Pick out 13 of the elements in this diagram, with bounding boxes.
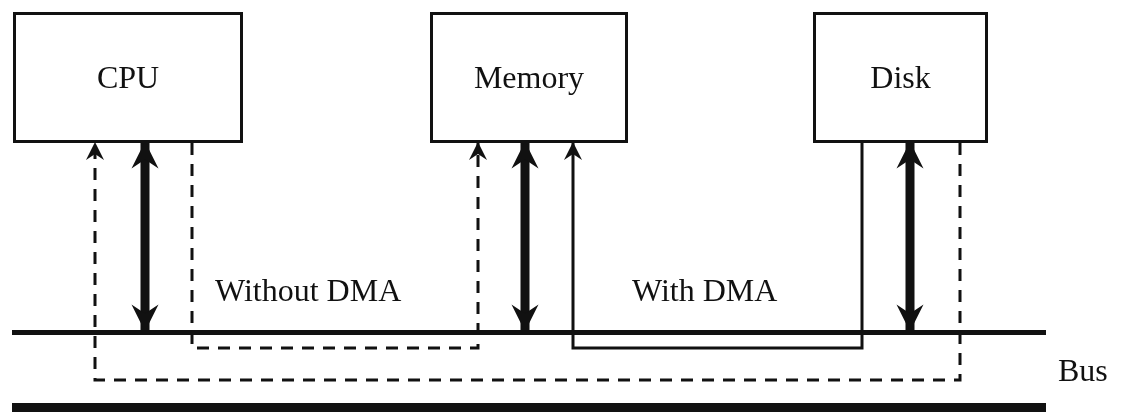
arrow — [511, 141, 539, 332]
component-box — [13, 12, 243, 143]
arrow — [564, 142, 864, 350]
component-label: Memory — [473, 59, 585, 96]
bus-label: Bus — [1058, 352, 1108, 389]
arrow — [896, 141, 924, 332]
arrow — [131, 141, 159, 332]
arrow — [190, 142, 487, 350]
component-box — [813, 12, 988, 143]
component-label: Disk — [870, 59, 931, 96]
component-label: CPU — [96, 59, 160, 96]
arrow — [86, 142, 962, 382]
component-box — [430, 12, 628, 143]
